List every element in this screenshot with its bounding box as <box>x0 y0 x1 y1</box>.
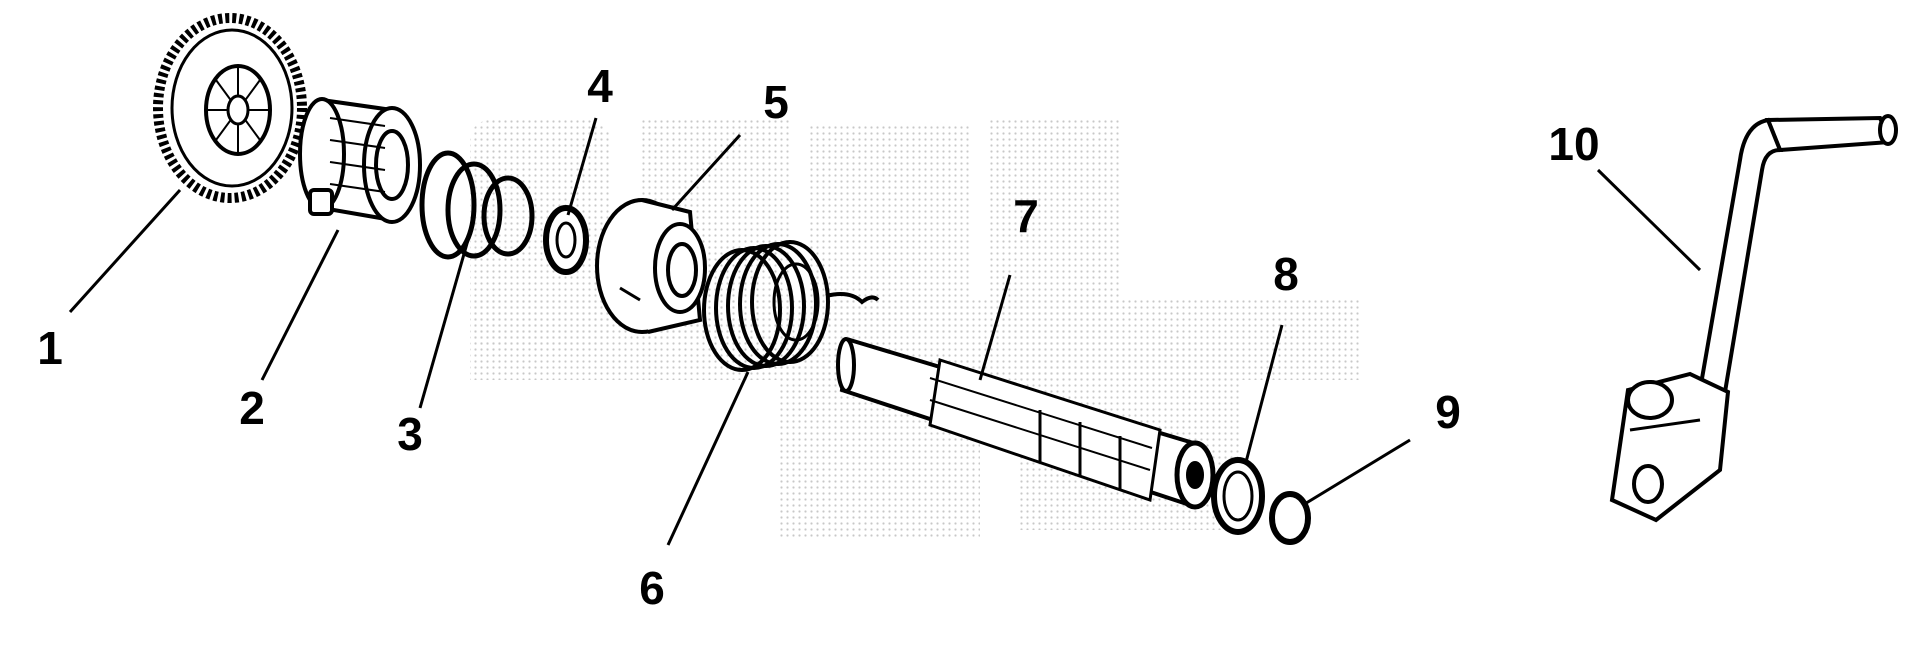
ratchet-sleeve-part-2 <box>298 97 422 224</box>
leader-line-10 <box>1596 168 1702 272</box>
leader-line-9 <box>1302 438 1411 507</box>
leader-line-7 <box>978 274 1012 381</box>
leader-line-4 <box>566 117 598 216</box>
washer-part-4 <box>543 205 589 275</box>
callout-2: 2 <box>239 382 265 434</box>
leader-line-5 <box>670 133 742 212</box>
leader-line-1 <box>68 188 182 314</box>
callout-9: 9 <box>1435 386 1461 438</box>
leader-line-8 <box>1244 324 1284 463</box>
kick-lever-part-10 <box>1609 114 1898 523</box>
leader-lines <box>68 117 1702 546</box>
washer-part-8 <box>1211 457 1265 535</box>
callout-4: 4 <box>587 60 613 112</box>
gear-part-1 <box>153 13 307 203</box>
circlip-pair-part-3 <box>419 150 535 260</box>
callout-8: 8 <box>1273 248 1299 300</box>
spring-cup-part-5 <box>595 198 707 334</box>
callout-3: 3 <box>397 408 423 460</box>
splined-shaft-part-7 <box>836 337 1216 510</box>
callout-7: 7 <box>1013 190 1039 242</box>
callout-5: 5 <box>763 76 789 128</box>
leader-line-6 <box>666 371 750 546</box>
callout-1: 1 <box>37 322 63 374</box>
leader-line-2 <box>260 229 340 381</box>
return-spring-part-6 <box>702 240 880 372</box>
callout-6: 6 <box>639 562 665 614</box>
callout-labels: 1 2 3 4 5 6 7 8 9 10 <box>37 60 1599 614</box>
circlip-part-9 <box>1269 491 1311 545</box>
callout-10: 10 <box>1548 118 1599 170</box>
leader-line-3 <box>418 239 470 409</box>
